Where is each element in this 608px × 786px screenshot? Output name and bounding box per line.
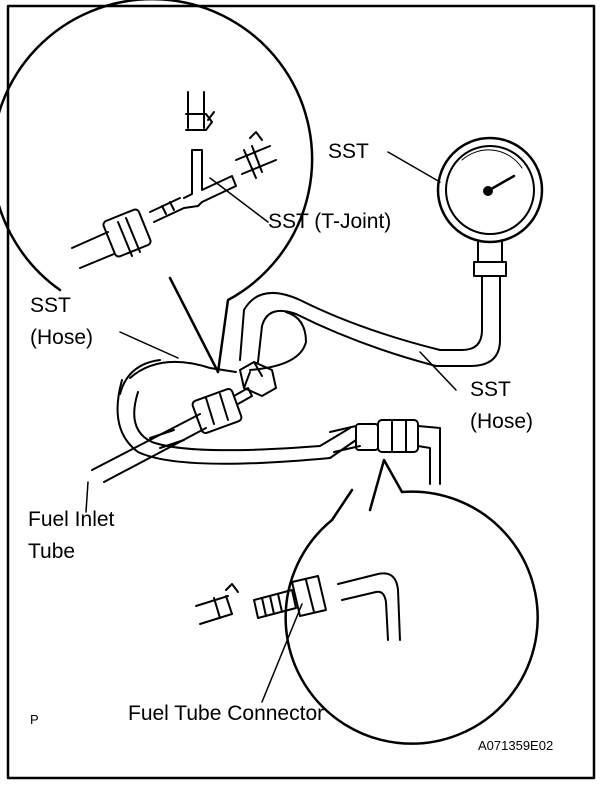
- fuel-tube-connector-assembly: [329, 419, 441, 485]
- label-sst-hose-right-line1: SST: [470, 378, 511, 401]
- leader-sst-tjoint: [209, 177, 269, 223]
- leader-fuel-inlet: [85, 481, 89, 513]
- sst-hose: [116, 275, 501, 465]
- figure-code: A071359E02: [478, 738, 554, 753]
- label-fuel-inlet-line1: Fuel Inlet: [28, 508, 115, 531]
- leader-sst-hose-right: [419, 351, 457, 391]
- label-sst-gauge: SST: [328, 140, 369, 163]
- corner-mark: P: [30, 712, 39, 727]
- leader-sst-hose-left: [119, 331, 179, 359]
- t-joint-assembly: [191, 361, 277, 435]
- connector-detail: [195, 572, 401, 641]
- leader-sst-gauge: [387, 151, 441, 183]
- label-sst-hose-right-line2: (Hose): [470, 410, 534, 433]
- fuel-inlet-tube: [91, 413, 207, 483]
- figure-border: [6, 4, 596, 780]
- label-sst-tjoint: SST (T-Joint): [268, 210, 392, 233]
- leader-fuel-tube-connector: [261, 603, 303, 703]
- detail-circle-bottom: [284, 458, 539, 745]
- label-sst-hose-left-line2: (Hose): [30, 326, 94, 349]
- label-sst-hose-left-line1: SST: [30, 294, 71, 317]
- label-fuel-tube-connector: Fuel Tube Connector: [128, 702, 325, 725]
- detail-circle-top: [0, 0, 314, 374]
- leader-lines: [85, 151, 457, 703]
- label-fuel-inlet-line2: Tube: [28, 540, 76, 563]
- t-joint-detail: [71, 91, 277, 269]
- pressure-gauge-icon: [436, 136, 544, 277]
